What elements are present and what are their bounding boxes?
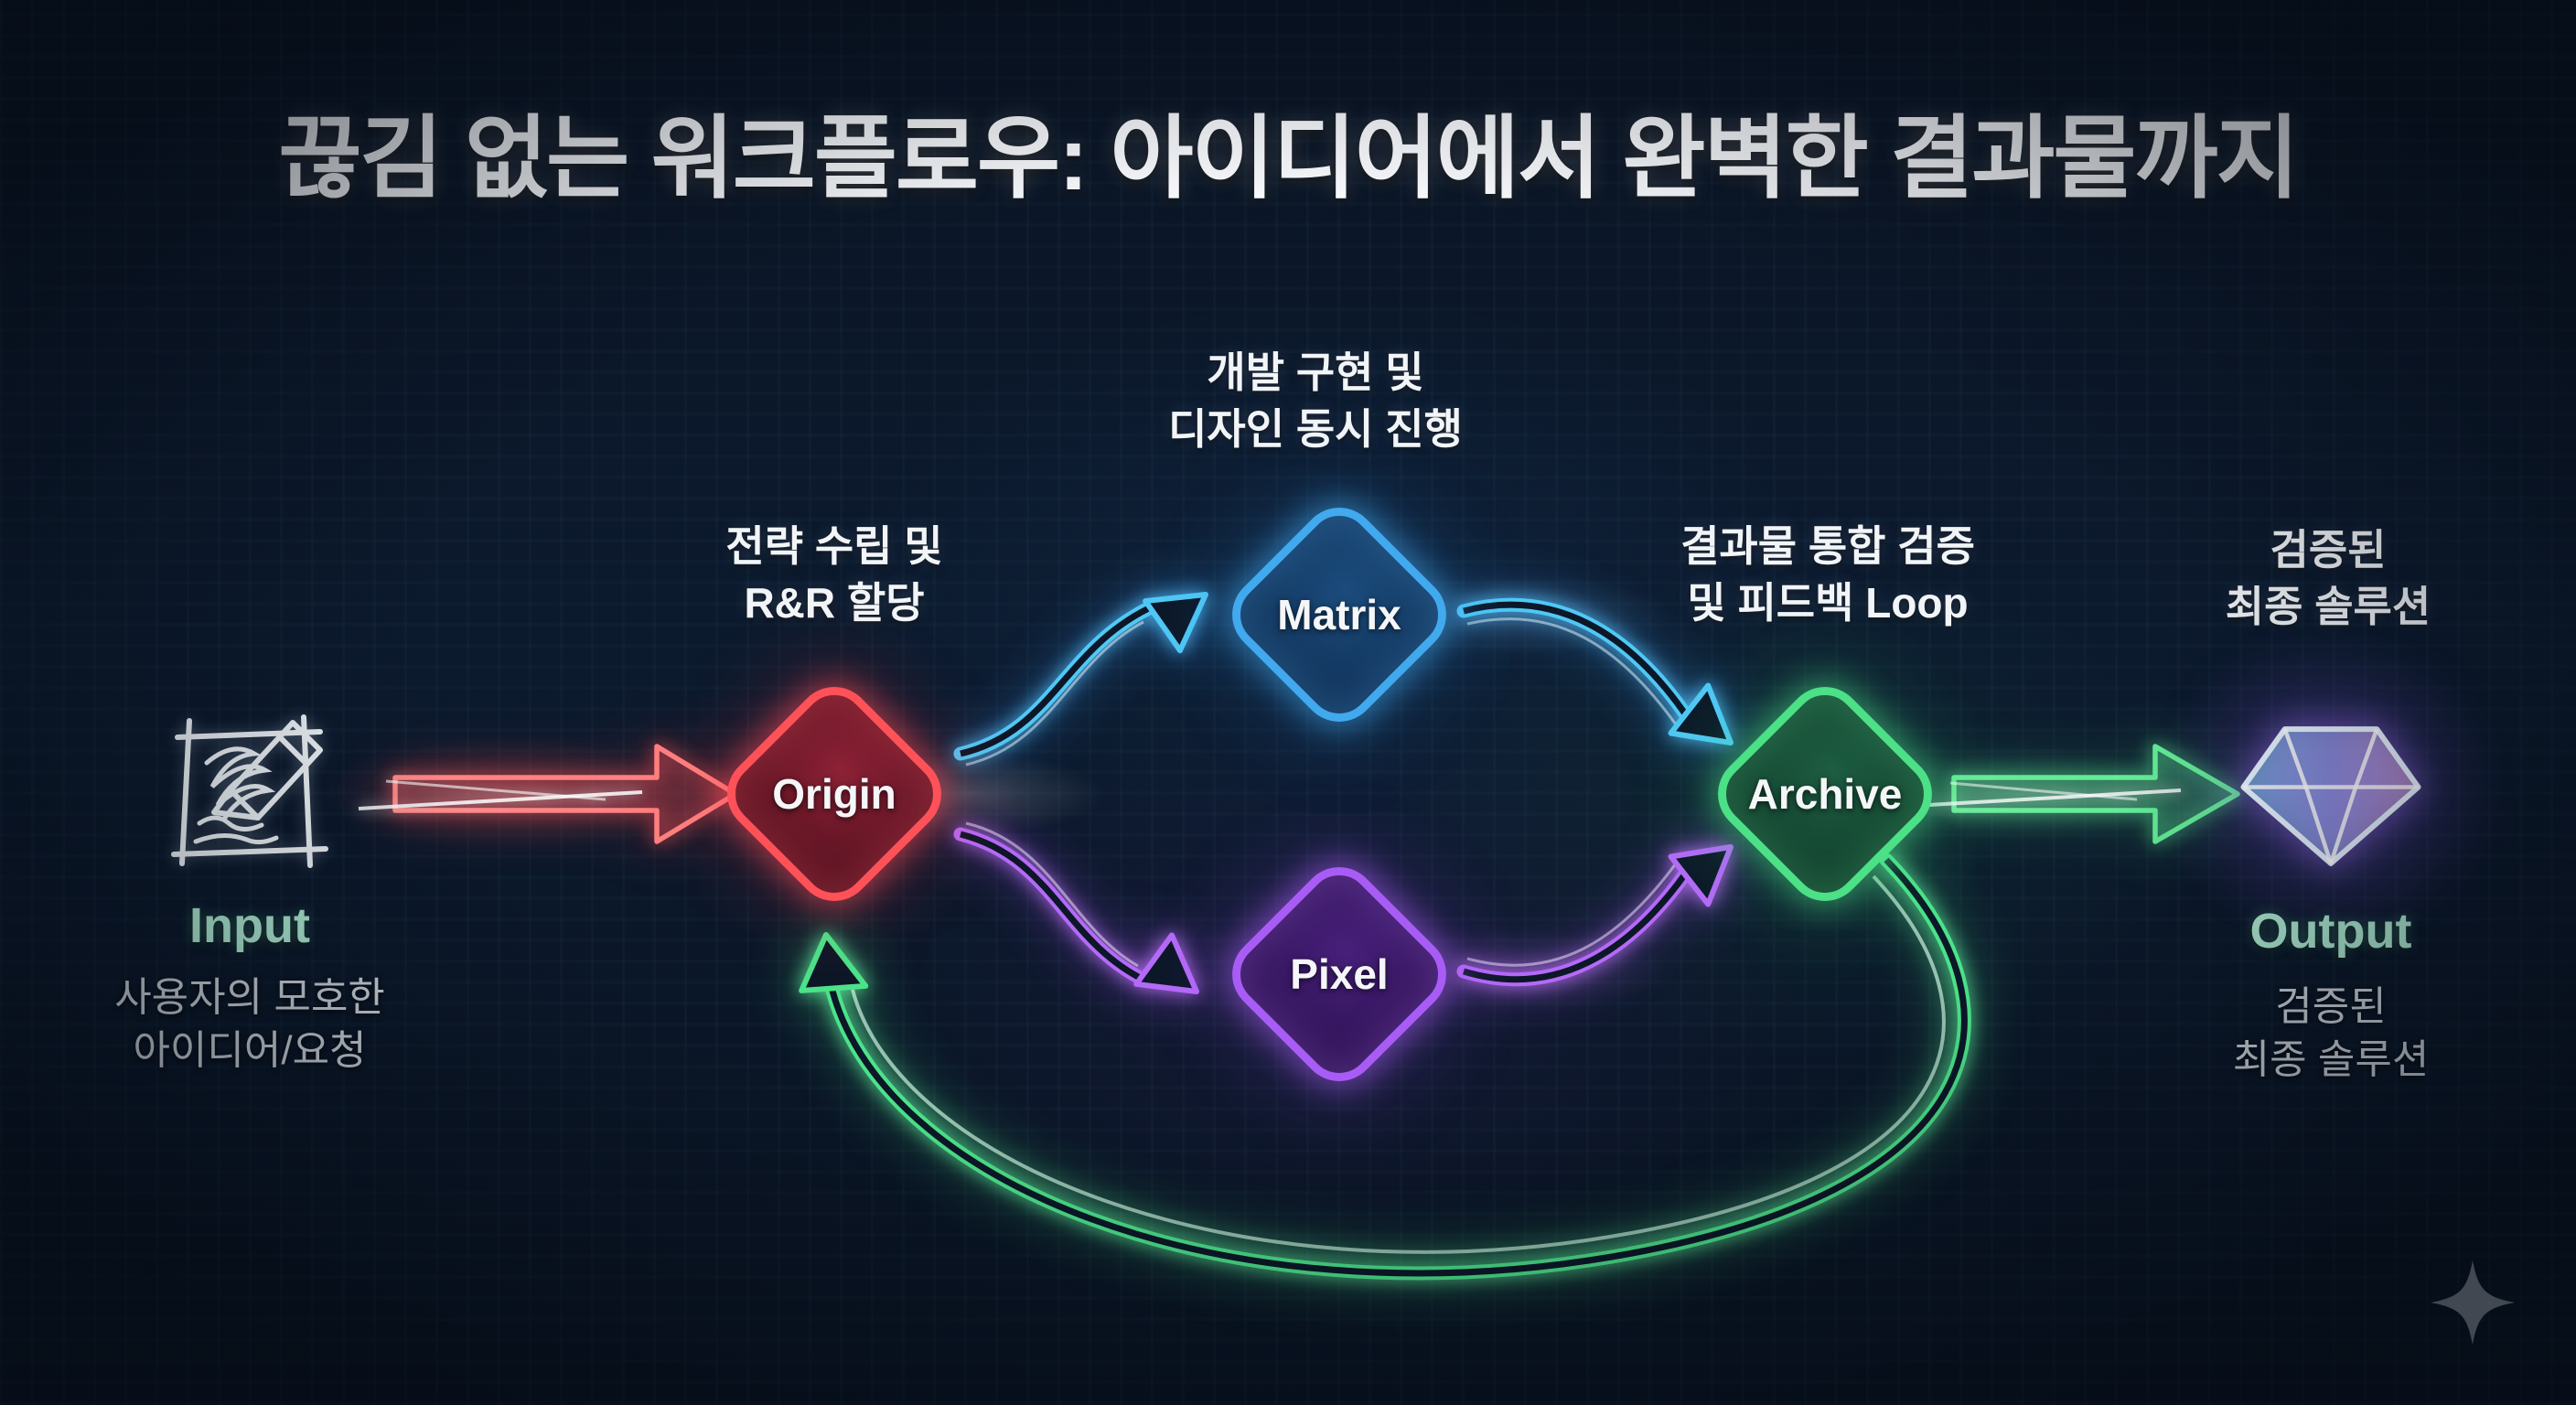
- caption-matrix-line1: 개발 구현 및: [1207, 349, 1424, 396]
- caption-archive-line1: 결과물 통합 검증: [1680, 522, 1975, 570]
- caption-archive-line2: 및 피드백 Loop: [1687, 579, 1969, 627]
- caption-matrix-line2: 디자인 동시 진행: [1168, 405, 1463, 453]
- caption-origin: 전략 수립 및 R&R 할당: [725, 518, 942, 631]
- node-pixel-label: Pixel: [1290, 950, 1389, 998]
- node-origin-label: Origin: [772, 770, 896, 818]
- output-label: Output: [2249, 904, 2412, 959]
- node-archive: Archive: [1701, 670, 1948, 917]
- page-title: 끊김 없는 워크플로우: 아이디어에서 완벽한 결과물까지: [278, 107, 2299, 209]
- input-description-line1: 사용자의 모호한: [114, 975, 385, 1020]
- node-archive-label: Archive: [1747, 770, 1903, 818]
- output-description: 검증된 최종 솔루션: [2233, 981, 2430, 1087]
- arrow-pixel-archive: [1456, 844, 1733, 987]
- output-description-line1: 검증된: [2275, 984, 2387, 1029]
- arrow-origin-pixel: [953, 821, 1199, 994]
- caption-output: 검증된 최종 솔루션: [2226, 521, 2431, 635]
- caption-origin-line1: 전략 수립 및: [725, 522, 943, 570]
- caption-output-line1: 검증된: [2270, 526, 2387, 574]
- output-description-line2: 최종 솔루션: [2232, 1037, 2430, 1082]
- node-origin: Origin: [711, 670, 958, 917]
- caption-archive: 결과물 통합 검증 및 피드백 Loop: [1680, 518, 1975, 631]
- arrow-origin-matrix: [953, 592, 1208, 767]
- input-label: Input: [189, 898, 310, 953]
- arrow-input-origin: [392, 744, 738, 844]
- caption-output-line2: 최종 솔루션: [2225, 583, 2431, 630]
- node-matrix-label: Matrix: [1277, 591, 1401, 638]
- sparkle-icon: [2431, 1260, 2515, 1345]
- input-description: 사용자의 모호한 아이디어/요청: [114, 971, 385, 1078]
- node-pixel: Pixel: [1216, 851, 1463, 1098]
- caption-origin-line2: R&R 할당: [744, 579, 925, 627]
- input-description-line2: 아이디어/요청: [133, 1028, 367, 1073]
- gem-icon: [2240, 726, 2421, 866]
- sketch-pencil-icon: [171, 714, 328, 868]
- caption-matrix: 개발 구현 및 디자인 동시 진행: [1168, 344, 1463, 457]
- node-matrix: Matrix: [1216, 491, 1463, 738]
